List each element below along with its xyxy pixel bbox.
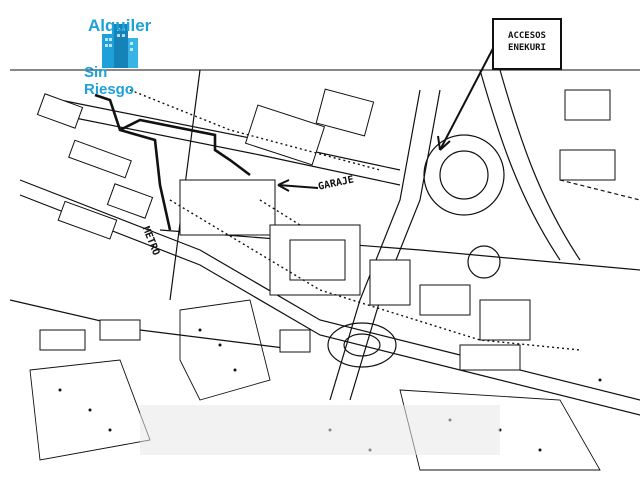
buildings-icon bbox=[102, 24, 138, 68]
route-markings bbox=[94, 93, 251, 231]
building-blocks bbox=[36, 88, 616, 371]
logo-tagline-text: Sin Riesgo bbox=[84, 64, 135, 98]
roundabouts bbox=[327, 134, 505, 368]
callout-arrows bbox=[277, 34, 501, 192]
callout-line-2: ENEKURI bbox=[508, 43, 546, 53]
brand-logo: Alquiler Sin Riesgo bbox=[76, 14, 156, 98]
accesos-callout-box: ACCESOS ENEKURI bbox=[492, 18, 562, 70]
logo-brand-text: Alquiler bbox=[88, 16, 152, 35]
dotted-boundaries bbox=[129, 89, 581, 351]
watermark bbox=[140, 405, 500, 455]
callout-line-1: ACCESOS bbox=[508, 31, 546, 41]
